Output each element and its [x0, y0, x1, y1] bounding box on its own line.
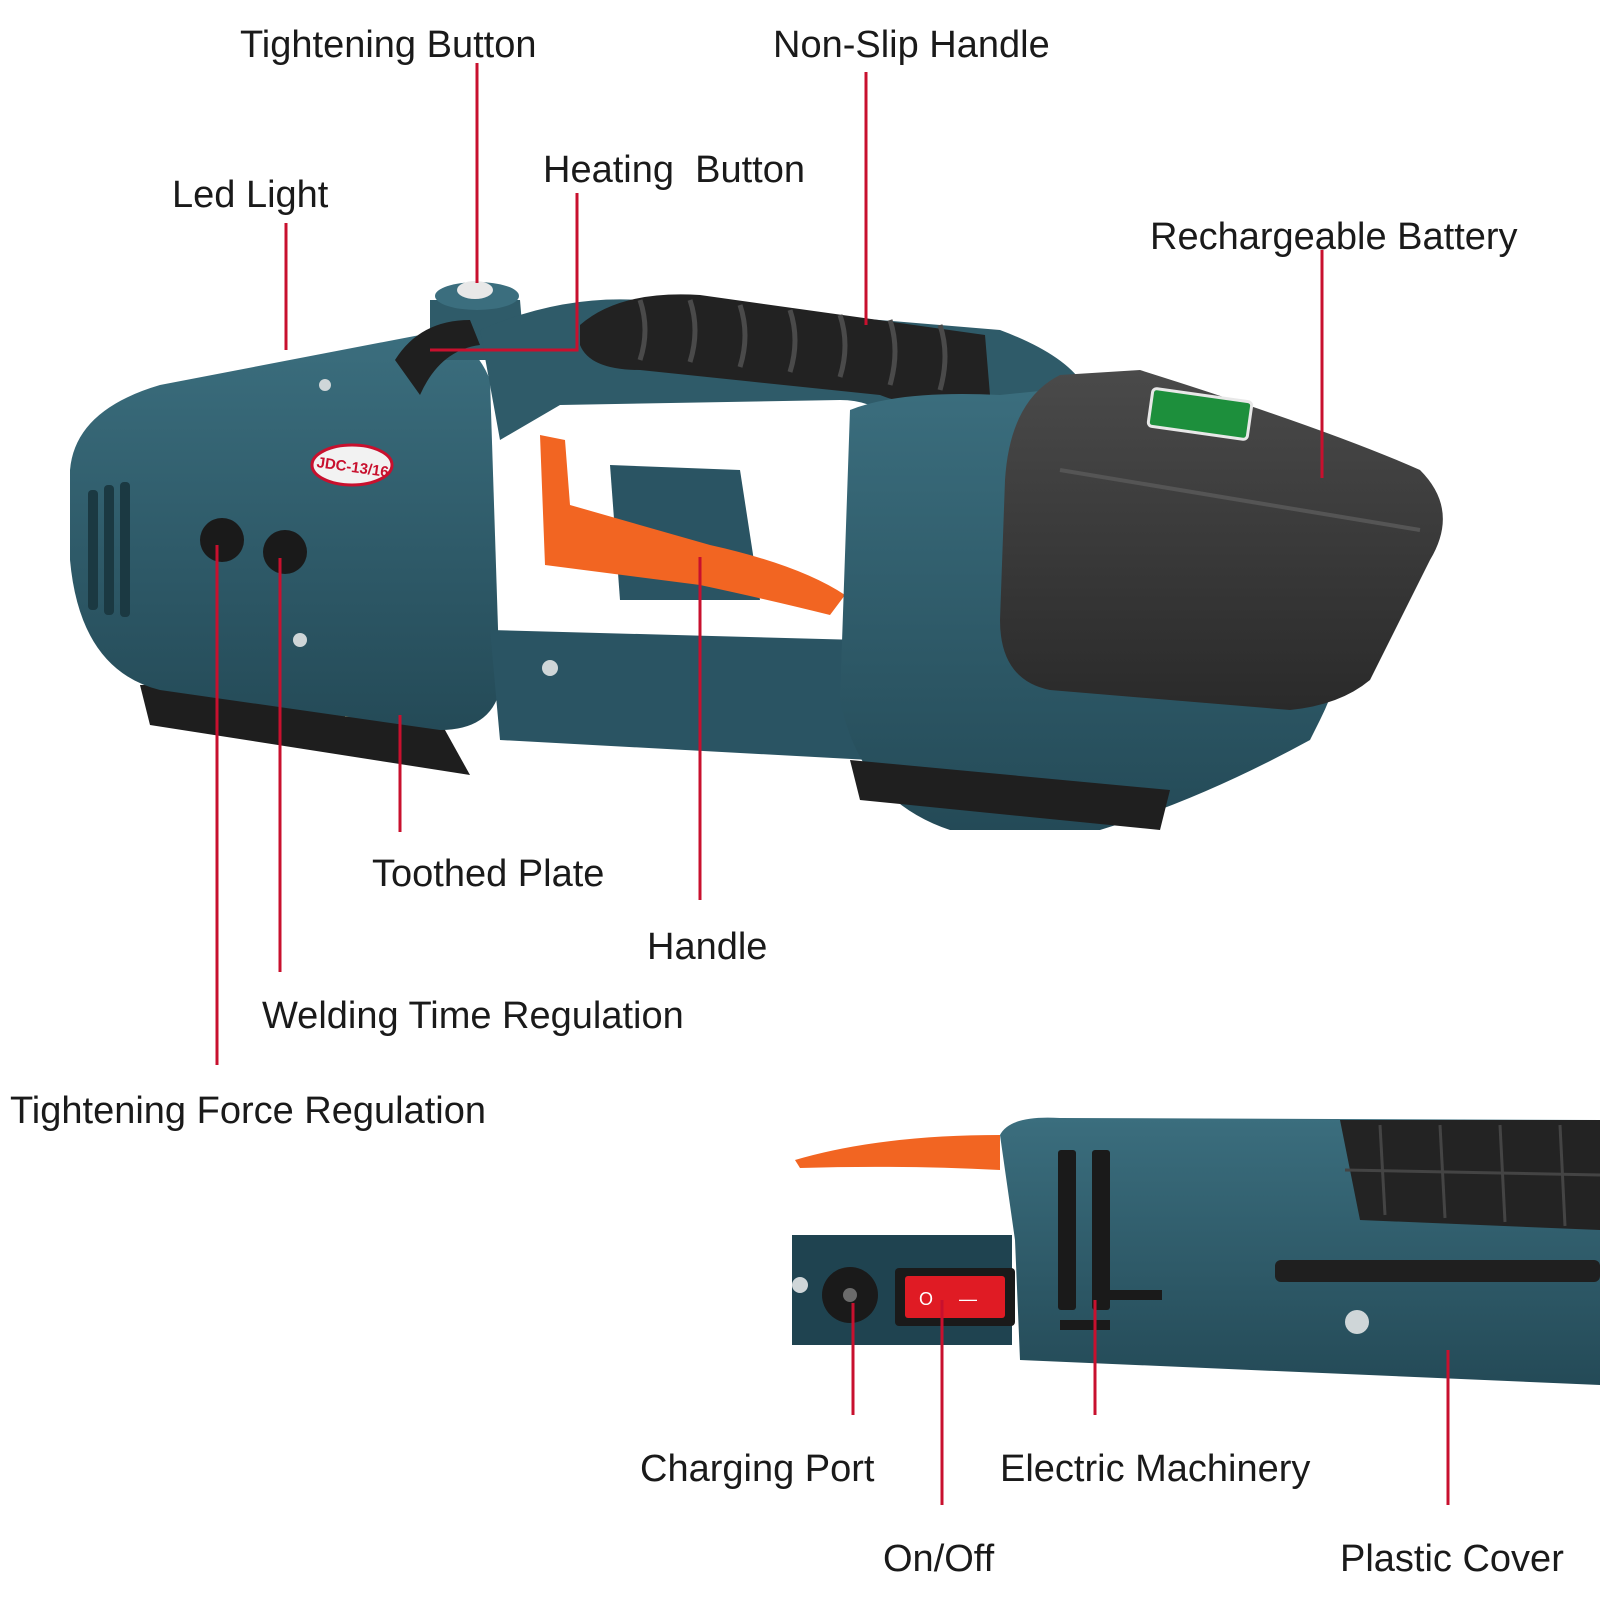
- label-charging-port: Charging Port: [640, 1448, 875, 1490]
- model-badge-shape: [310, 443, 394, 487]
- strapping-tool-inset: [792, 1117, 1600, 1385]
- trigger-handle: [540, 435, 845, 615]
- non-slip-grip: [580, 294, 990, 405]
- tightening-force-knob: [200, 518, 244, 562]
- heating-lever: [395, 320, 480, 395]
- battery-pack: [1000, 370, 1443, 710]
- head-vents: [88, 482, 130, 617]
- leader-heating-button: [430, 193, 579, 352]
- label-tightening-force-regulation: Tightening Force Regulation: [10, 1090, 486, 1132]
- label-heating-button: Heating Button: [543, 149, 805, 191]
- inset-trigger: [795, 1135, 1000, 1170]
- strapping-tool-main: [70, 281, 1443, 830]
- switch-symbol-on: —: [959, 1289, 977, 1309]
- inset-pad: [1340, 1120, 1600, 1230]
- label-rechargeable-battery: Rechargeable Battery: [1150, 216, 1518, 258]
- label-on-off: On/Off: [883, 1538, 995, 1580]
- inset-switch: [905, 1276, 1005, 1318]
- label-led-light: Led Light: [172, 174, 329, 216]
- label-plastic-cover: Plastic Cover: [1340, 1538, 1564, 1580]
- label-handle: Handle: [647, 926, 768, 968]
- switch-symbol-off: O: [919, 1289, 933, 1309]
- inset-motor-vents: [1058, 1150, 1162, 1330]
- leader-lines: [215, 63, 1450, 1505]
- label-tightening-button: Tightening Button: [240, 24, 537, 66]
- screw: [319, 379, 331, 391]
- label-non-slip-handle: Non-Slip Handle: [773, 24, 1050, 66]
- label-welding-time-regulation: Welding Time Regulation: [262, 995, 684, 1037]
- rear-vents: [850, 760, 1170, 830]
- lower-shaft: [490, 630, 870, 760]
- battery-indicator: [1146, 387, 1254, 441]
- grip-ridges: [637, 299, 948, 391]
- welding-time-knob: [263, 530, 307, 574]
- label-toothed-plate: Toothed Plate: [372, 853, 605, 895]
- label-electric-machinery: Electric Machinery: [1000, 1448, 1311, 1490]
- screw: [293, 633, 307, 647]
